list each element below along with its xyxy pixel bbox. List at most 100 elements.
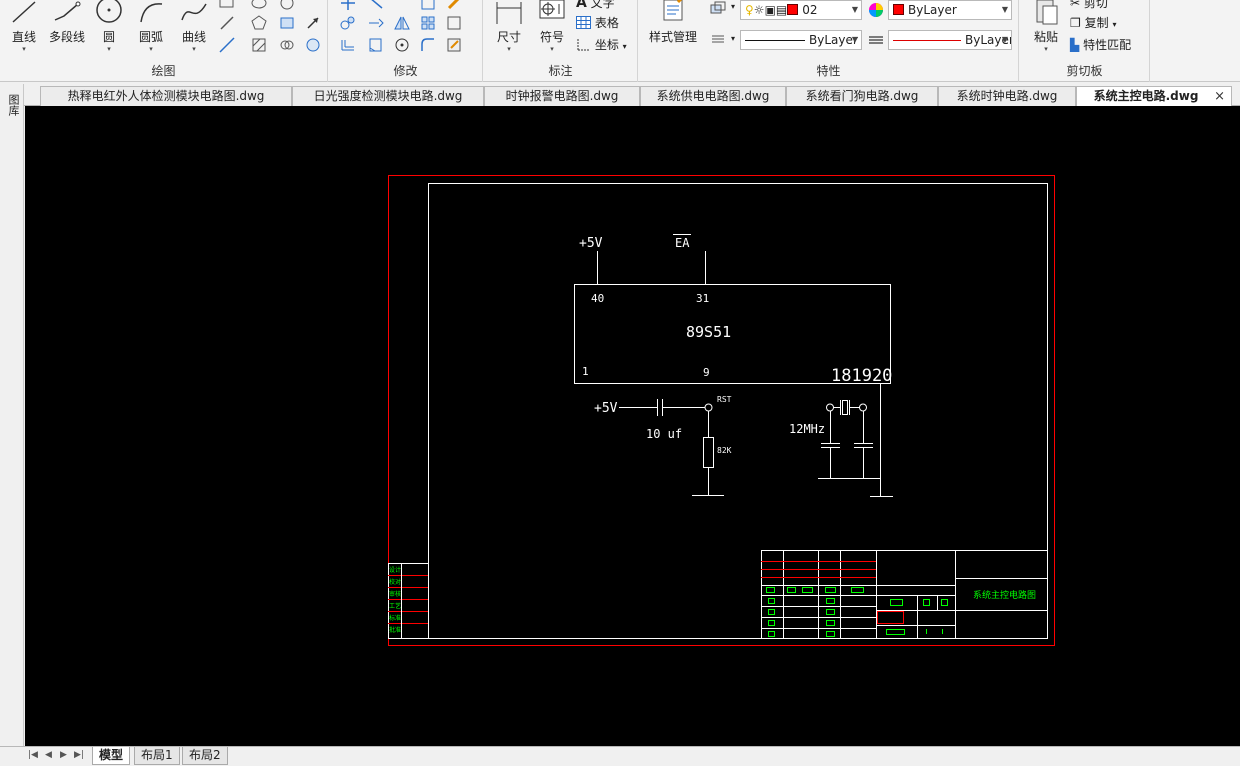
left-label-5: 标准 bbox=[389, 614, 401, 622]
drawing-svg: +5V EA 40 31 89S51 1 9 181920 +5V RST 10… bbox=[388, 175, 1055, 646]
table-button[interactable]: 表格 bbox=[576, 14, 619, 31]
fillet-icon[interactable] bbox=[419, 36, 437, 54]
paste-button[interactable]: 粘贴 ▾ bbox=[1028, 0, 1064, 53]
match-properties-button[interactable]: ▙ 特性匹配 bbox=[1070, 38, 1132, 52]
rotate-icon[interactable] bbox=[393, 36, 411, 54]
first-layout-icon[interactable]: |◀ bbox=[28, 750, 38, 760]
trim-icon[interactable] bbox=[367, 0, 385, 12]
point-icon[interactable] bbox=[278, 0, 296, 12]
bulb-icon: ♀ bbox=[745, 3, 754, 17]
tab-doc-5[interactable]: 系统看门狗电路.dwg bbox=[786, 86, 938, 106]
reset-vcc-label: +5V bbox=[594, 401, 618, 416]
circle-icon bbox=[96, 0, 122, 23]
mirror-icon[interactable] bbox=[393, 14, 411, 32]
resistor-label: 82K bbox=[717, 446, 732, 455]
capacitor-label: 10 uf bbox=[646, 427, 682, 441]
cloud-icon[interactable] bbox=[278, 36, 296, 54]
stretch-icon[interactable] bbox=[367, 36, 385, 54]
color-dropdown[interactable]: ByLayer ▼ bbox=[888, 0, 1012, 20]
ray-icon[interactable] bbox=[218, 14, 236, 32]
left-label-2: 校对 bbox=[389, 578, 401, 586]
arc-button[interactable]: 圆弧 ▾ bbox=[132, 0, 170, 53]
tab-model[interactable]: 模型 bbox=[92, 747, 131, 765]
layer-state-icon[interactable] bbox=[709, 0, 727, 18]
dimension-icon bbox=[496, 2, 522, 24]
edit-icon[interactable] bbox=[445, 36, 463, 54]
clipboard-panel-title: 剪切板 bbox=[1066, 64, 1103, 78]
tab-layout2[interactable]: 布局2 bbox=[182, 747, 228, 765]
drawing-frame-outer bbox=[388, 175, 1055, 646]
symbol-button[interactable]: 符号 ▾ bbox=[534, 0, 570, 53]
prev-layout-icon[interactable]: ◀ bbox=[45, 750, 52, 760]
chip-89s51 bbox=[574, 251, 891, 384]
tab-doc-2[interactable]: 日光强度检测模块电路.dwg bbox=[292, 86, 484, 106]
curve-button[interactable]: 曲线 ▾ bbox=[176, 0, 212, 53]
block-icon[interactable] bbox=[278, 14, 296, 32]
lock-icon: ▣ bbox=[764, 3, 776, 17]
layer-properties-icon[interactable] bbox=[709, 30, 727, 48]
tab-layout1[interactable]: 布局1 bbox=[134, 747, 180, 765]
layer-dropdown[interactable]: ♀☼▣▤02 ▼ bbox=[740, 0, 862, 20]
line-icon bbox=[12, 1, 36, 23]
left-label-3: 审核 bbox=[389, 590, 401, 598]
draw-panel: 直线 ▾ 多段线 圆 ▾ 圆弧 ▾ 曲线 ▾ bbox=[0, 0, 328, 82]
modify-panel: 修改 bbox=[329, 0, 483, 82]
array-icon[interactable] bbox=[419, 14, 437, 32]
ellipse-icon[interactable] bbox=[250, 0, 268, 12]
tab-doc-6[interactable]: 系统时钟电路.dwg bbox=[938, 86, 1076, 106]
vcc-label: +5V bbox=[579, 236, 603, 251]
copy-icon: ❐ bbox=[1070, 16, 1081, 30]
pin-40-label: 40 bbox=[591, 292, 604, 305]
color-wheel-icon[interactable] bbox=[867, 1, 885, 19]
style-manager-button[interactable]: 样式管理 bbox=[645, 0, 701, 45]
move-icon[interactable] bbox=[339, 0, 357, 12]
construction-line-icon[interactable] bbox=[218, 36, 236, 54]
side-palette: 图库 bbox=[0, 84, 24, 746]
table-icon bbox=[576, 16, 591, 29]
dimension-button[interactable]: 尺寸 ▾ bbox=[492, 0, 526, 53]
chip-name: 89S51 bbox=[686, 323, 731, 341]
rectangle-icon[interactable] bbox=[218, 0, 236, 12]
explode-icon[interactable] bbox=[445, 14, 463, 32]
hatch-icon[interactable] bbox=[250, 36, 268, 54]
region-icon[interactable] bbox=[304, 36, 322, 54]
offset-icon[interactable] bbox=[339, 36, 357, 54]
linetype-dropdown[interactable]: ByLayer ▼ bbox=[740, 30, 862, 50]
polyline-button[interactable]: 多段线 bbox=[44, 0, 90, 45]
sun-icon: ☼ bbox=[753, 3, 765, 17]
library-tab[interactable]: 图库 bbox=[7, 94, 20, 116]
copy-object-icon[interactable] bbox=[339, 14, 357, 32]
erase-icon[interactable] bbox=[445, 0, 463, 12]
paste-icon bbox=[1036, 0, 1058, 25]
last-layout-icon[interactable]: ▶| bbox=[74, 750, 84, 760]
properties-panel-title: 特性 bbox=[816, 64, 841, 78]
cut-button[interactable]: ✂ 剪切 bbox=[1070, 0, 1108, 11]
close-tab-icon[interactable]: × bbox=[1214, 89, 1225, 104]
lineweight-dropdown[interactable]: ByLayer ▼ bbox=[888, 30, 1012, 50]
tab-doc-3[interactable]: 时钟报警电路图.dwg bbox=[484, 86, 640, 106]
coordinate-icon bbox=[577, 39, 590, 51]
polygon-icon[interactable] bbox=[250, 14, 268, 32]
next-layout-icon[interactable]: ▶ bbox=[60, 750, 67, 760]
text-button[interactable]: A 文字 bbox=[576, 0, 615, 11]
layer-color-icon bbox=[787, 4, 799, 15]
tab-doc-active[interactable]: 系统主控电路.dwg × bbox=[1076, 86, 1232, 106]
extend-icon[interactable] bbox=[367, 14, 385, 32]
pins-18-19-20-label: 181920 bbox=[831, 366, 892, 386]
layout-tab-bar: |◀ ◀ ▶ ▶| 模型 布局1 布局2 bbox=[0, 746, 1240, 766]
tab-doc-4[interactable]: 系统供电电路图.dwg bbox=[640, 86, 786, 106]
drawing-canvas[interactable]: +5V EA 40 31 89S51 1 9 181920 +5V RST 10… bbox=[25, 106, 1240, 746]
tab-doc-1[interactable]: 热释电红外人体检测模块电路图.dwg bbox=[40, 86, 292, 106]
drawing-frame-inner bbox=[428, 183, 1048, 639]
lineweight-icon[interactable] bbox=[867, 31, 885, 49]
style-manager-icon bbox=[663, 0, 683, 21]
arrow-icon[interactable] bbox=[304, 14, 322, 32]
reset-circuit bbox=[619, 399, 724, 496]
scale-icon[interactable] bbox=[419, 0, 437, 12]
left-label-1: 设计 bbox=[389, 566, 401, 574]
brush-icon: ▙ bbox=[1070, 38, 1080, 52]
circle-button[interactable]: 圆 ▾ bbox=[94, 0, 124, 53]
line-button[interactable]: 直线 ▾ bbox=[6, 0, 42, 53]
copy-button[interactable]: ❐ 复制 ▾ bbox=[1070, 16, 1117, 30]
coordinate-button[interactable]: 坐标 ▾ bbox=[576, 36, 627, 53]
